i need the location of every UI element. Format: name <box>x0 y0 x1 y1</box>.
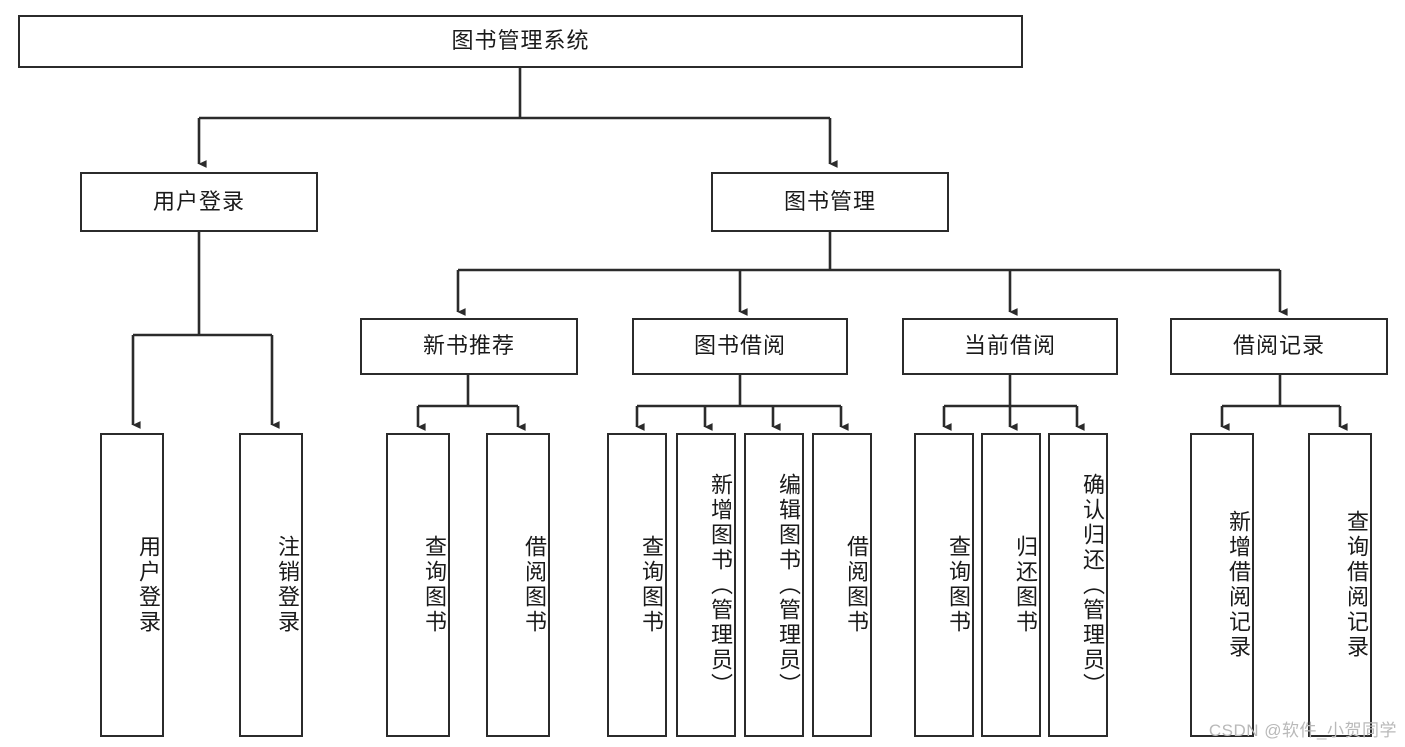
node-leaf-query-book-3-label: 查询图书 <box>946 535 971 635</box>
node-leaf-borrow-book-1-label: 借阅图书 <box>522 535 547 635</box>
node-leaf-confirm-return[interactable]: 确认归还（管理员） <box>1048 433 1108 737</box>
node-book-manage[interactable]: 图书管理 <box>711 172 949 232</box>
node-book-borrow-label: 图书借阅 <box>693 333 786 359</box>
node-leaf-return-book-label: 归还图书 <box>1013 535 1038 635</box>
node-root-label: 图书管理系统 <box>451 28 590 54</box>
node-leaf-borrow-book-2-label: 借阅图书 <box>844 535 869 635</box>
node-leaf-add-record-label: 新增借阅记录 <box>1226 510 1251 660</box>
node-leaf-confirm-return-label: 确认归还（管理员） <box>1080 472 1105 698</box>
node-leaf-add-book-label: 新增图书（管理员） <box>708 472 733 698</box>
node-leaf-return-book[interactable]: 归还图书 <box>981 433 1041 737</box>
node-leaf-logout-label: 注销登录 <box>275 535 300 635</box>
node-borrow-record[interactable]: 借阅记录 <box>1170 318 1388 375</box>
node-leaf-query-book-1[interactable]: 查询图书 <box>386 433 450 737</box>
node-root[interactable]: 图书管理系统 <box>18 15 1023 68</box>
node-leaf-add-book[interactable]: 新增图书（管理员） <box>676 433 736 737</box>
node-leaf-edit-book-label: 编辑图书（管理员） <box>776 472 801 698</box>
node-leaf-user-login[interactable]: 用户登录 <box>100 433 164 737</box>
node-leaf-add-record[interactable]: 新增借阅记录 <box>1190 433 1254 737</box>
node-current-borrow[interactable]: 当前借阅 <box>902 318 1118 375</box>
node-leaf-query-book-2[interactable]: 查询图书 <box>607 433 667 737</box>
node-new-book-rec[interactable]: 新书推荐 <box>360 318 578 375</box>
node-leaf-logout[interactable]: 注销登录 <box>239 433 303 737</box>
node-leaf-query-book-1-label: 查询图书 <box>422 535 447 635</box>
node-user-login-label: 用户登录 <box>152 188 245 214</box>
node-new-book-rec-label: 新书推荐 <box>422 333 515 359</box>
node-leaf-query-book-3[interactable]: 查询图书 <box>914 433 974 737</box>
csdn-watermark: CSDN @软件_小贺同学 <box>1208 721 1397 740</box>
node-leaf-query-record[interactable]: 查询借阅记录 <box>1308 433 1372 737</box>
node-current-borrow-label: 当前借阅 <box>963 333 1056 359</box>
node-leaf-borrow-book-2[interactable]: 借阅图书 <box>812 433 872 737</box>
node-borrow-record-label: 借阅记录 <box>1232 333 1325 359</box>
node-leaf-borrow-book-1[interactable]: 借阅图书 <box>486 433 550 737</box>
node-leaf-query-record-label: 查询借阅记录 <box>1344 510 1369 660</box>
node-leaf-user-login-label: 用户登录 <box>136 535 161 635</box>
node-user-login[interactable]: 用户登录 <box>80 172 318 232</box>
node-book-manage-label: 图书管理 <box>783 188 876 214</box>
node-leaf-query-book-2-label: 查询图书 <box>639 535 664 635</box>
node-book-borrow[interactable]: 图书借阅 <box>632 318 848 375</box>
node-leaf-edit-book[interactable]: 编辑图书（管理员） <box>744 433 804 737</box>
